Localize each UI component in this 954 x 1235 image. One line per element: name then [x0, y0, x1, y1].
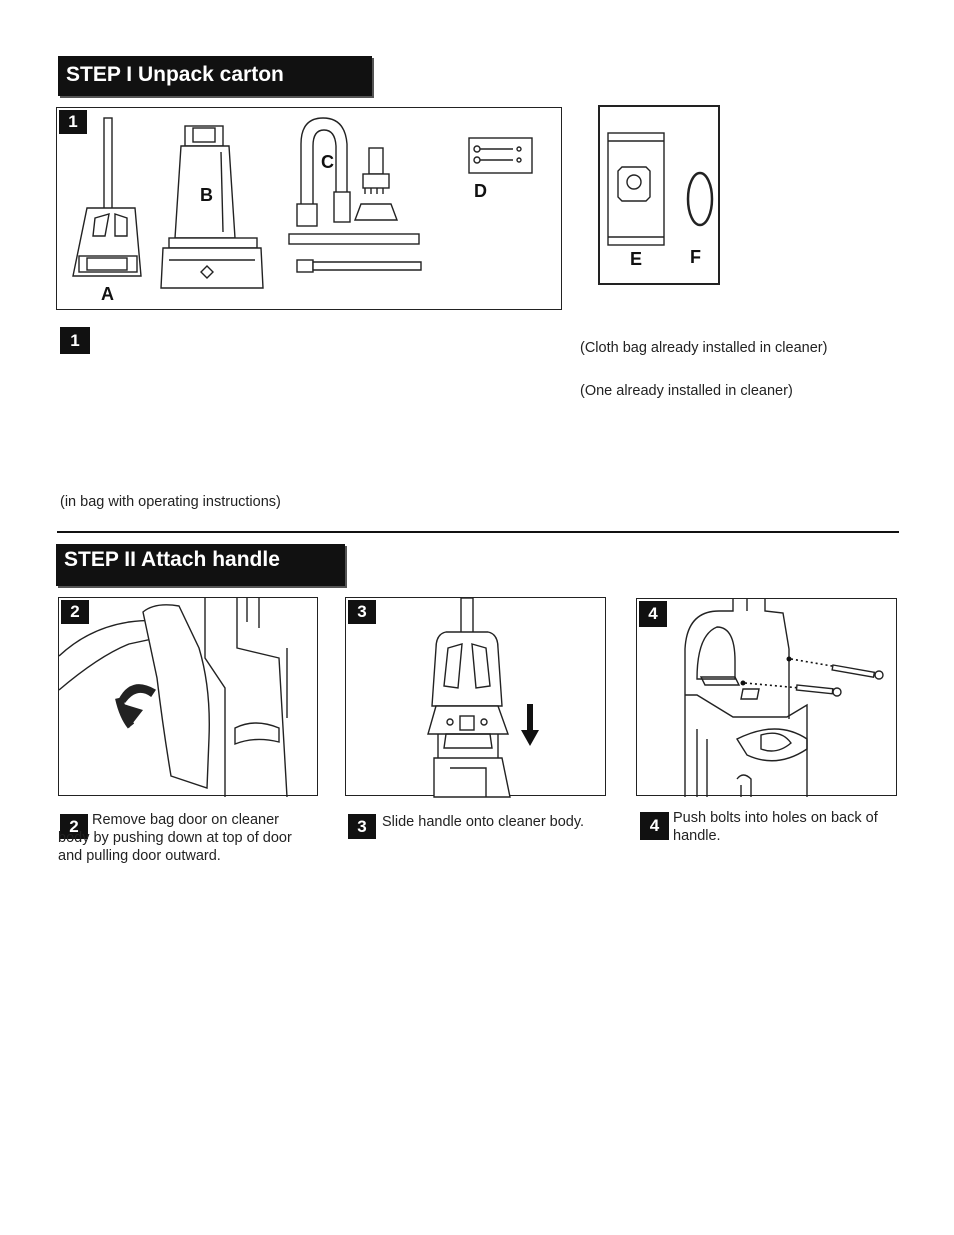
figure-2: 2 [58, 597, 318, 798]
part-label-b: B [200, 185, 213, 205]
note-in-bag: (in bag with operating instructions) [60, 494, 281, 510]
text-badge-1: 1 [60, 327, 90, 354]
parts-figure: 1 [56, 107, 562, 310]
bolts-part-d [468, 137, 533, 174]
handle-part-a [72, 117, 142, 277]
part-label-c: C [321, 152, 334, 172]
step2-header: STEP II Attach handle [56, 544, 345, 586]
part-label-f: F [690, 247, 701, 267]
slide-handle-illustration [427, 597, 539, 798]
section-divider [57, 531, 899, 533]
parts-illustration [72, 117, 533, 289]
cleaner-body-part-b [160, 125, 264, 289]
step1-header: STEP I Unpack carton [58, 56, 372, 96]
caption-badge-3: 3 [348, 814, 376, 839]
caption-3: Slide handle onto cleaner body. [382, 814, 585, 830]
push-bolts-illustration [684, 599, 884, 797]
figure-badge-3: 3 [348, 600, 376, 624]
caption-4: Push bolts into holes on back of handle. [673, 810, 878, 844]
paper-bag-part-e [607, 132, 665, 246]
part-label-d: D [474, 181, 487, 201]
remove-bag-door-illustration [58, 598, 288, 798]
part-label-a: A [101, 284, 114, 304]
hose-part-c [288, 117, 422, 273]
note-cloth-bag: (Cloth bag already installed in cleaner) [580, 340, 828, 356]
figure-3: 3 [345, 597, 606, 798]
figure-badge-1: 1 [59, 110, 87, 134]
belt-part-f [686, 171, 714, 227]
figure-4: 4 [636, 598, 897, 797]
note-one-installed: (One already installed in cleaner) [580, 383, 793, 399]
caption-badge-4: 4 [640, 812, 669, 840]
caption-badge-2: 2 [60, 814, 88, 839]
figure-badge-4: 4 [639, 601, 667, 627]
caption-2: Remove bag door on cleaner body by pushi… [58, 812, 292, 864]
part-label-e: E [630, 249, 643, 269]
bag-belt-figure: E F [598, 105, 720, 285]
bag-belt-illustration [607, 132, 714, 246]
figure-badge-2: 2 [61, 600, 89, 624]
